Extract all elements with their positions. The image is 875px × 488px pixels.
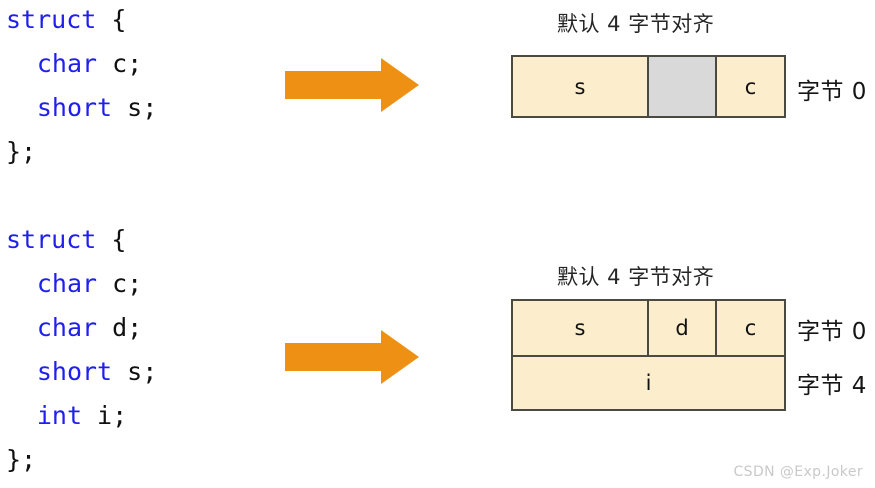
- code-text: {: [96, 5, 127, 34]
- code-line: char c;: [6, 42, 157, 86]
- table-row: i: [511, 355, 786, 411]
- code-line: };: [6, 438, 157, 482]
- memory-cell-d: d: [647, 299, 717, 357]
- row-offset-label: 字节 0: [797, 79, 867, 105]
- code-keyword: char: [36, 49, 98, 78]
- code-text: };: [6, 445, 37, 474]
- code-line: int i;: [6, 394, 157, 438]
- code-indent: [6, 350, 37, 394]
- row-offset-label: 字节 4: [797, 373, 867, 399]
- code-keyword: short: [36, 357, 113, 386]
- code-text: i;: [82, 401, 128, 430]
- code-text: c;: [97, 269, 143, 298]
- code-indent: [6, 86, 37, 130]
- code-line: char d;: [6, 306, 157, 350]
- table-row: s d c: [511, 299, 786, 357]
- diagram-title: 默认 4 字节对齐: [557, 12, 715, 36]
- code-block-struct-2: struct { char c; char d; short s; int i;…: [6, 218, 157, 482]
- row-offset-label: 字节 0: [797, 319, 867, 345]
- code-indent: [6, 394, 37, 438]
- diagram-title: 默认 4 字节对齐: [557, 265, 715, 289]
- code-line: short s;: [6, 350, 157, 394]
- code-indent: [6, 42, 37, 86]
- code-line: short s;: [6, 86, 157, 130]
- memory-cell-s: s: [511, 299, 649, 357]
- code-keyword: int: [36, 401, 82, 430]
- code-keyword: char: [36, 313, 98, 342]
- right-arrow-icon: [285, 330, 419, 384]
- memory-table: s d c i: [511, 299, 786, 411]
- code-line: struct {: [6, 0, 157, 42]
- watermark: CSDN @Exp.Joker: [733, 464, 863, 480]
- table-row: s c: [511, 55, 786, 118]
- code-text: d;: [97, 313, 143, 342]
- memory-table: s c: [511, 55, 786, 118]
- code-line: char c;: [6, 262, 157, 306]
- memory-cell-padding: [647, 55, 717, 118]
- code-line: };: [6, 130, 157, 174]
- code-text: };: [6, 137, 37, 166]
- code-keyword: char: [36, 269, 98, 298]
- memory-cell-i: i: [511, 355, 786, 411]
- code-text: c;: [97, 49, 143, 78]
- code-text: s;: [112, 93, 158, 122]
- code-keyword: struct: [6, 5, 97, 34]
- code-indent: [6, 306, 37, 350]
- code-text: s;: [112, 357, 158, 386]
- memory-cell-c: c: [715, 299, 786, 357]
- code-line: struct {: [6, 218, 157, 262]
- memory-cell-s: s: [511, 55, 649, 118]
- code-text: {: [96, 225, 127, 254]
- right-arrow-icon: [285, 58, 419, 112]
- code-keyword: short: [36, 93, 113, 122]
- code-keyword: struct: [6, 225, 97, 254]
- code-block-struct-1: struct { char c; short s;};: [6, 0, 157, 174]
- memory-cell-c: c: [715, 55, 786, 118]
- code-indent: [6, 262, 37, 306]
